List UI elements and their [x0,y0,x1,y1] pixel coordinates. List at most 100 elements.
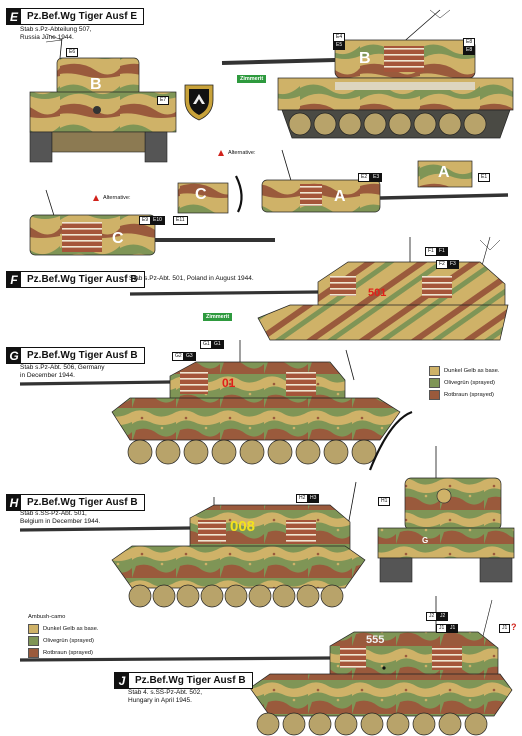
tag-j1-dark: J1 [447,624,459,633]
road-wheel [128,584,152,608]
legend-item: Olivegrün (sprayed) [28,635,98,647]
road-wheel [256,712,280,736]
curve-divider [235,175,243,213]
tag-h3: H3 [307,494,320,503]
curve-divider-g [368,410,413,471]
section-title-g: Pz.Bef.Wg Tiger Ausf B [27,350,138,361]
tiger-f-side-view [129,236,509,341]
tag-e6: E6 [66,48,79,57]
alternative-label-1: Alternative: [228,150,256,156]
road-wheel [272,584,296,608]
section-subtitle-f: Stab s.Pz-Abt. 501, Poland in August 194… [129,275,254,282]
tag-e3: E3 [370,173,383,182]
road-wheel [183,439,209,465]
legend-swatch-olivgrun [429,378,440,388]
tiger-h-rear-view [377,446,515,583]
road-wheel [288,112,312,136]
tag-j2: J2 [426,612,438,621]
alternative-marker-icon [218,150,224,156]
road-wheel [412,712,436,736]
road-wheel [438,112,462,136]
tiger-e-road-wheels [288,112,487,136]
road-wheel [155,439,181,465]
rear-mark-h: G [422,536,429,545]
alt-plate-a [417,160,473,188]
tiger-j-road-wheels [256,712,488,736]
road-wheel [386,712,410,736]
tag-e7: E7 [157,96,170,105]
marking-c-plate: C [195,186,207,203]
section-header-h: H Pz.Bef.Wg Tiger Ausf B [6,494,145,511]
tag-e2: E2 [358,173,371,182]
section-header-e: E Pz.Bef.Wg Tiger Ausf E [6,8,145,25]
tag-e5: E5 [333,41,346,50]
road-wheel [464,712,488,736]
road-wheel [413,112,437,136]
section-title-f: Pz.Bef.Wg Tiger Ausf B [27,274,138,285]
alt-plate-c [177,182,229,214]
legend-swatch-rotbraun [28,648,39,658]
tiger-e-front-view [29,33,177,163]
legend-label: Rotbraun (sprayed) [444,392,494,398]
section-title-h: Pz.Bef.Wg Tiger Ausf B [27,497,138,508]
section-letter-e: E [7,9,21,24]
road-wheel [295,439,321,465]
color-legend-top: Dunkel Gelb as base. Olivegrün (sprayed)… [429,365,499,401]
tag-e1: E1 [478,173,491,182]
road-wheel [320,584,344,608]
section-letter-h: H [7,495,21,510]
legend-item: Rotbraun (sprayed) [429,389,499,401]
road-wheel [296,584,320,608]
legend-swatch-dunkelgelb [429,366,440,376]
marking-a-plate: A [438,164,450,181]
road-wheel [313,112,337,136]
tag-e10: E10 [150,216,165,225]
question-mark: ? [511,622,517,632]
section-letter-j: J [115,673,129,688]
tiger-h-side-view [19,481,366,589]
tag-g3: G3 [183,352,196,361]
marking-b-side: B [359,50,371,67]
road-wheel [267,439,293,465]
road-wheel [334,712,358,736]
tiger-e-alt-turret-c [29,189,275,256]
legend-heading: Ambush-camo [28,614,66,620]
road-wheel [200,584,224,608]
legend-label: Dunkel Gelb as base. [43,626,99,632]
legend-item: Dunkel Gelb as base. [28,623,98,635]
section-subtitle-e: Stab s.Pz-Abteilung 507, Russia June 194… [20,26,92,41]
road-wheel [248,584,272,608]
turret-number-h: 008 [230,518,256,535]
legend-swatch-dunkelgelb [28,624,39,634]
zimmerit-label-f: Zimmerit [203,313,233,321]
color-legend-bottom: Ambush-camo Dunkel Gelb as base. Olivegr… [28,614,98,659]
turret-number-j: 555 [366,634,385,646]
legend-swatch-rotbraun [429,390,440,400]
section-subtitle-g: Stab s.Pz-Abt. 506, Germany in December … [20,364,105,379]
road-wheel [438,712,462,736]
road-wheel [224,584,248,608]
tag-e11: E11 [173,216,188,225]
section-subtitle-h: Stab s.SS-Pz-Abt. 501, Belgium in Decemb… [20,510,101,525]
legend-swatch-olivgrun [28,636,39,646]
road-wheel [323,439,349,465]
legend-label: Olivegrün (sprayed) [444,380,495,386]
zimmerit-label-e: Zimmerit [237,75,267,83]
tiger-g-road-wheels [127,439,377,465]
legend-item: Dunkel Gelb as base. [429,365,499,377]
tag-j1: J1 [436,624,448,633]
tag-g1-dark: G1 [211,340,224,349]
road-wheel [152,584,176,608]
turret-number-f: 501 [368,287,387,299]
tag-f1-dark: F1 [436,247,448,256]
road-wheel [211,439,237,465]
marking-a-turret: A [334,188,346,205]
division-shield-emblem [184,84,214,121]
road-wheel [388,112,412,136]
section-header-f: F Pz.Bef.Wg Tiger Ausf B [6,271,145,288]
road-wheel [351,439,377,465]
marking-c-turret: C [112,230,124,247]
tiger-g-side-view [19,340,401,441]
tag-e8-dark: E8 [463,46,476,55]
